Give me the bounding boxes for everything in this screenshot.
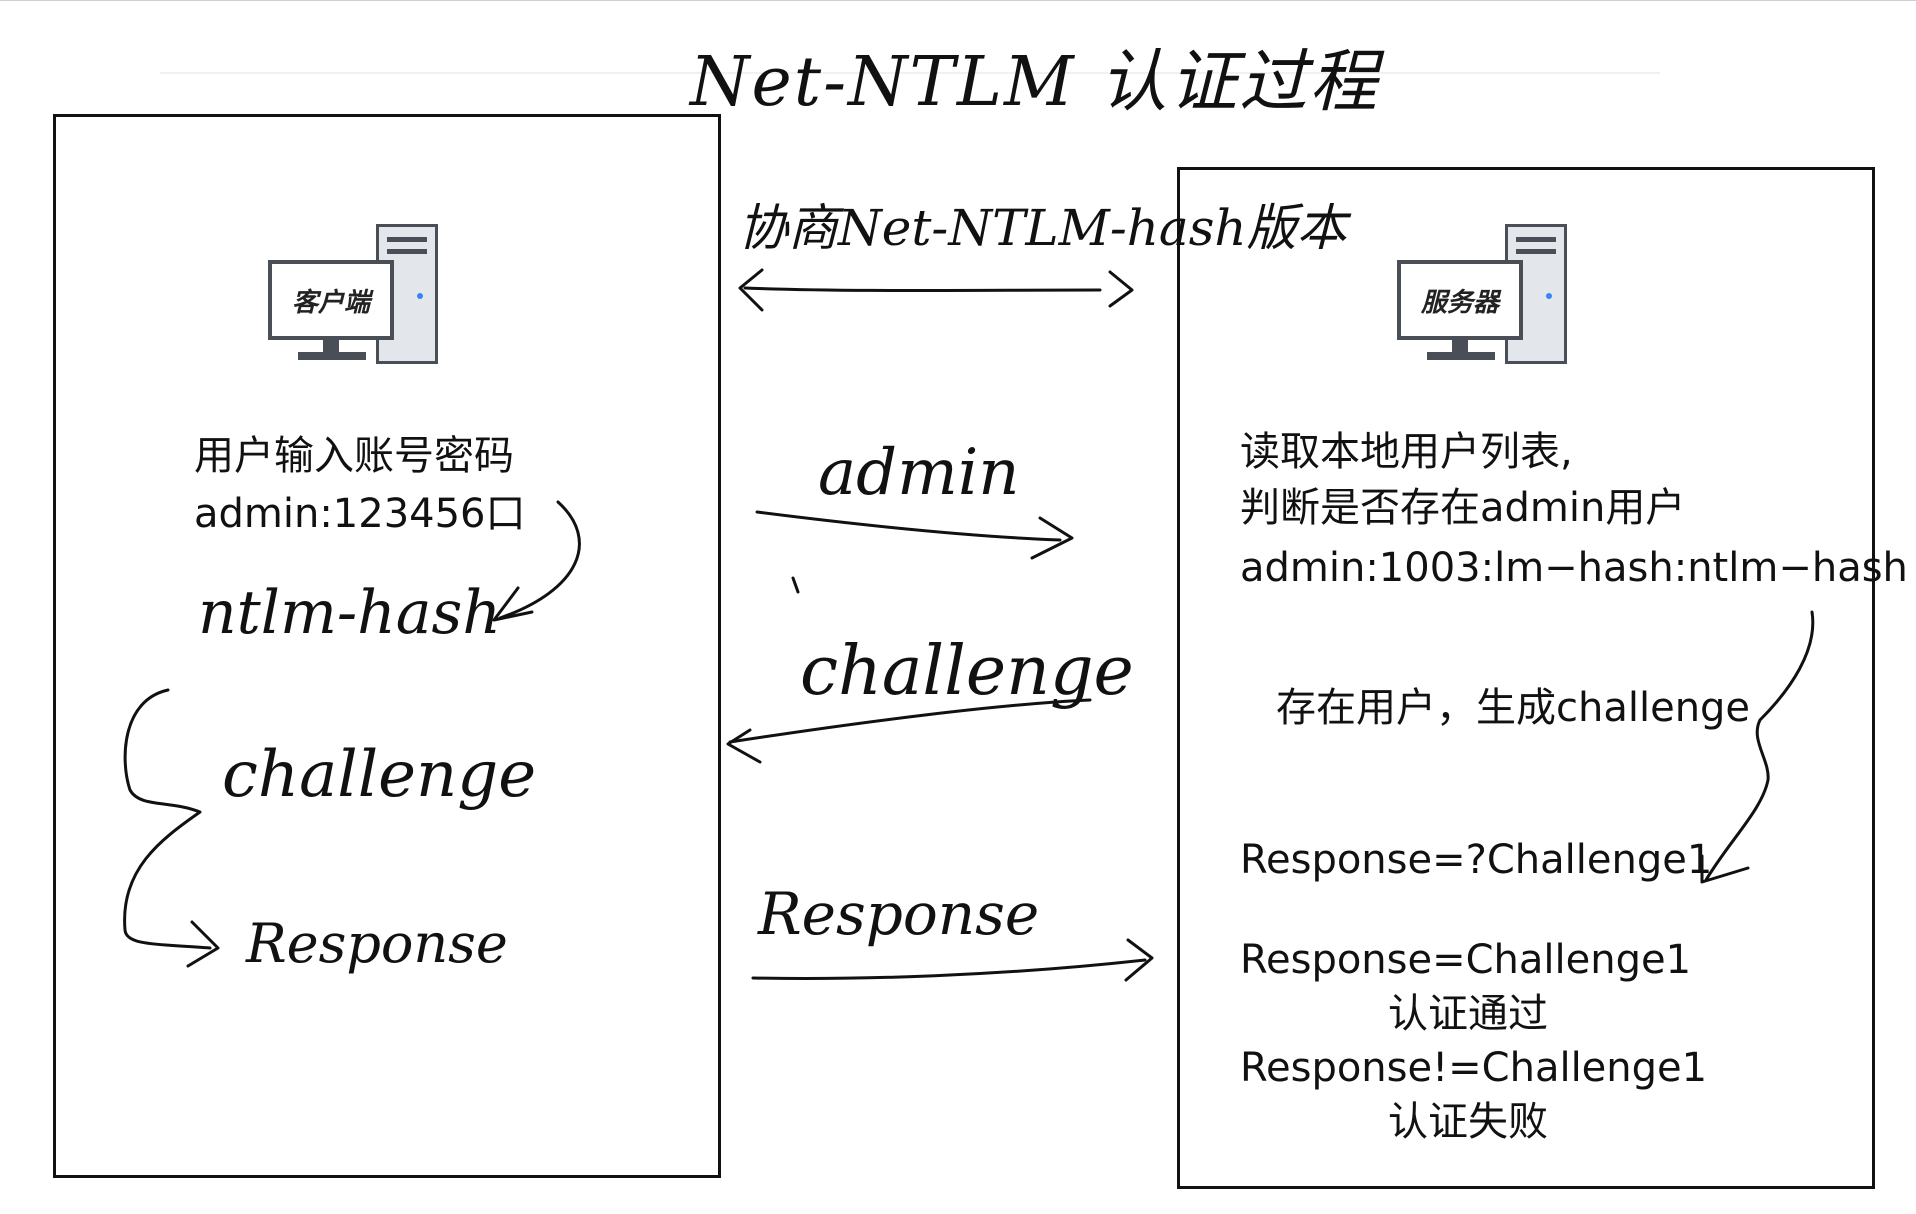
- server-computer-icon: 服务器: [1397, 224, 1567, 370]
- server-response-check: Response=?Challenge1: [1240, 837, 1713, 883]
- client-line-2: admin:123456口: [194, 491, 526, 537]
- admin-arrow: [755, 510, 1062, 542]
- server-line-3: admin:1003:lm−hash:ntlm−hash: [1240, 545, 1908, 591]
- server-arrow: [1704, 610, 1815, 882]
- client-ntlm-hash: ntlm-hash: [198, 578, 501, 648]
- top-border: [0, 0, 1916, 1]
- client-response: Response: [246, 912, 508, 975]
- server-label: 服务器: [1397, 260, 1523, 340]
- server-line-2: 判断是否存在admin用户: [1240, 485, 1686, 531]
- server-fail-text: 认证失败: [1388, 1099, 1548, 1145]
- msg-admin-label: admin: [818, 436, 1020, 510]
- tower-icon: [1505, 224, 1567, 364]
- title-guide-line: [160, 72, 1660, 74]
- server-exists: 存在用户，生成challenge: [1276, 685, 1751, 731]
- client-computer-icon: 客户端: [268, 224, 438, 370]
- server-fail-condition: Response!=Challenge1: [1240, 1045, 1708, 1091]
- client-challenge: challenge: [222, 738, 537, 812]
- msg-response-label: Response: [758, 880, 1040, 948]
- msg-challenge-label: challenge: [800, 632, 1134, 711]
- client-label: 客户端: [268, 260, 394, 340]
- server-pass-condition: Response=Challenge1: [1240, 937, 1692, 983]
- server-line-1: 读取本地用户列表,: [1240, 429, 1573, 475]
- msg-negotiate-label: 协商Net-NTLM-hash版本: [738, 199, 1347, 257]
- server-pass-text: 认证通过: [1388, 991, 1548, 1037]
- negotiate-arrow: [743, 286, 1102, 292]
- diagram-title: Net-NTLM 认证过程: [690, 43, 1380, 122]
- challenge-arrow: [728, 698, 1092, 744]
- client-hash-arrow: [498, 500, 581, 620]
- client-line-1: 用户输入账号密码: [194, 433, 514, 479]
- client-brace: [123, 688, 212, 950]
- response-arrow: [751, 958, 1147, 980]
